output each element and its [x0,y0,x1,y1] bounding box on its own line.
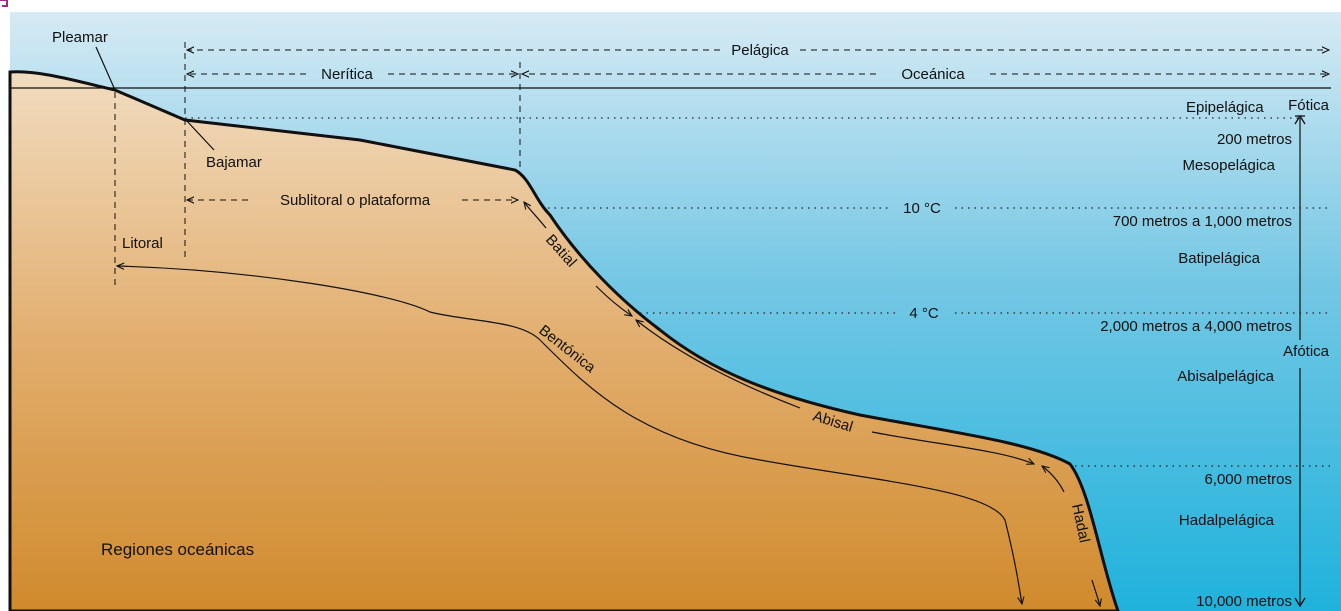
hadal-arrow-upper [1042,466,1065,493]
bentonica-arrow [117,266,1022,604]
bajamar-label: Bajamar [206,154,262,171]
litoral-label: Litoral [122,235,163,252]
depth-6000-label: 6,000 metros [1204,471,1292,488]
pleamar-leader [95,46,116,91]
pleamar-label: Pleamar [52,29,108,46]
mesopelagica-label: Mesopelágica [1182,157,1275,174]
oceanica-label: Oceánica [901,66,965,83]
pelagica-label: Pelágica [731,42,789,59]
neritica-label: Nerítica [321,66,373,83]
abisalpelagica-label: Abisalpelágica [1177,368,1274,385]
corner-mark [0,0,8,7]
epipelagica-label: Epipelágica [1186,99,1264,116]
abisal-arrow-right [871,431,1034,464]
batial-arrow-lower [595,285,632,316]
depth-10000-label: 10,000 metros [1196,593,1292,610]
temp-10c-label: 10 °C [903,200,941,217]
batipelagica-label: Batipelágica [1178,250,1260,267]
hadalpelagica-label: Hadalpelágica [1179,512,1275,529]
depth-200-label: 200 metros [1217,131,1292,148]
depth-700-1000-label: 700 metros a 1,000 metros [1113,213,1292,230]
abisal-arrow-left [636,320,801,409]
hadal-arrow-lower [1091,579,1100,606]
afotica-label: Afótica [1283,343,1330,360]
depth-2000-4000-label: 2,000 metros a 4,000 metros [1100,318,1292,335]
fotica-label: Fótica [1288,97,1330,114]
afotica-arrow-head [1294,597,1306,608]
temp-4c-label: 4 °C [909,305,939,322]
diagram-caption: Regiones oceánicas [101,540,254,559]
batial-arrow-upper [524,202,547,229]
sublitoral-label: Sublitoral o plataforma [280,192,431,209]
bajamar-leader [185,119,215,151]
